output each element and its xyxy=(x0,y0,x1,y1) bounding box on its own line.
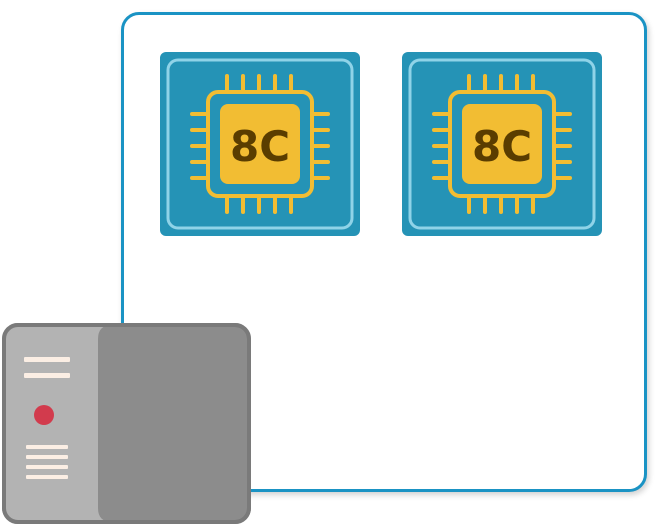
cpu-chip-2: 8C xyxy=(402,52,602,236)
chip-core-label: 8C xyxy=(230,122,290,171)
cpu-chip-1: 8C xyxy=(160,52,360,236)
vent-lines-bottom xyxy=(26,445,68,479)
cpu-chip-icon: 8C xyxy=(160,52,360,236)
chip-core-label: 8C xyxy=(472,122,532,171)
vent-lines-top xyxy=(24,357,70,378)
cpu-chip-icon: 8C xyxy=(402,52,602,236)
power-led-icon xyxy=(34,405,54,425)
server-tower-icon xyxy=(2,323,251,524)
server-tower xyxy=(2,323,251,524)
